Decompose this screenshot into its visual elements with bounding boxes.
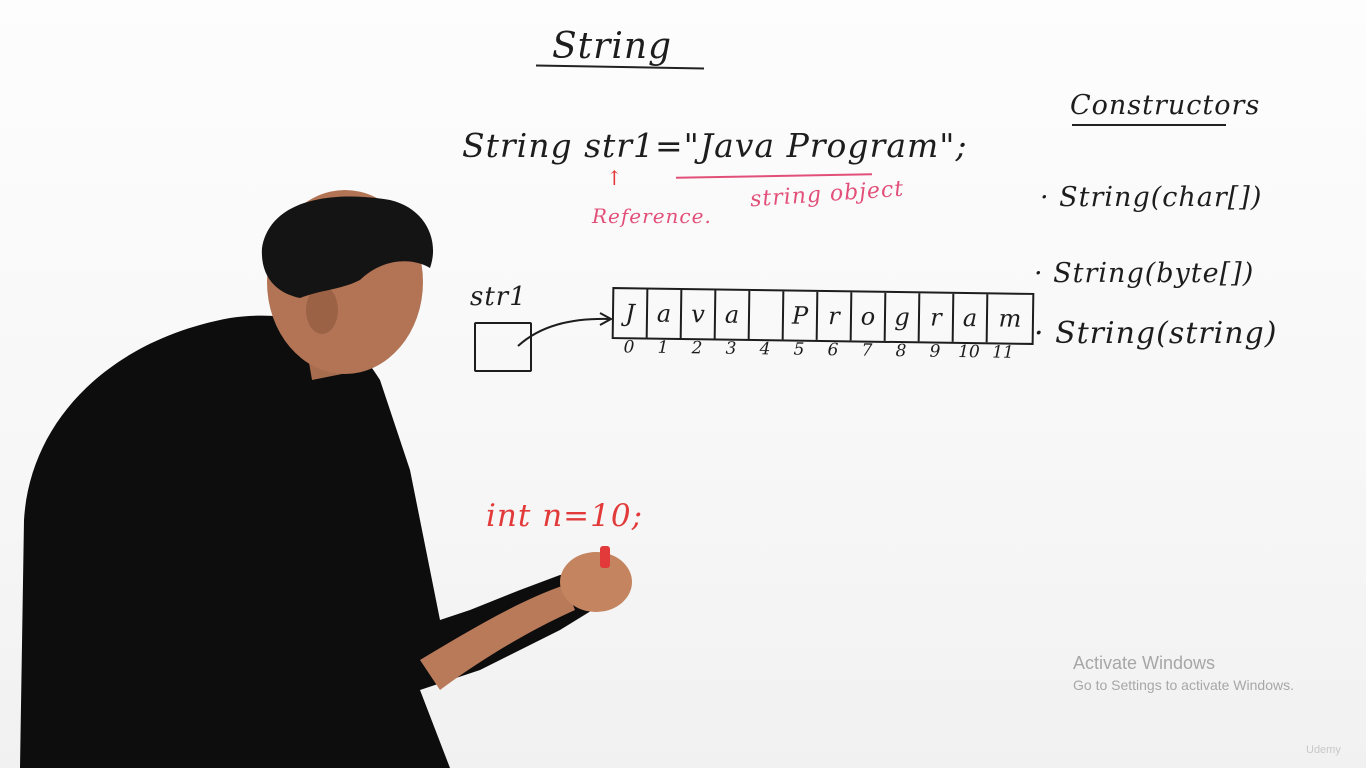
activate-windows-watermark: Activate Windows Go to Settings to activ…	[1073, 652, 1294, 694]
udemy-logo: Udemy	[1306, 744, 1341, 756]
constructors-title: Constructors	[1070, 90, 1261, 121]
array-cell: m	[998, 304, 1022, 333]
array-cell: P	[783, 291, 819, 340]
array-index: 2	[691, 338, 703, 359]
int-declaration: int n=10;	[486, 498, 644, 534]
constructor-string: · String(string)	[1034, 316, 1278, 351]
array-index: 10	[958, 341, 980, 363]
array-cell	[749, 290, 785, 340]
array-index: 9	[929, 341, 941, 362]
constructors-underline	[1072, 124, 1226, 126]
pointer-arrow-icon	[517, 312, 614, 347]
object-label: string object	[749, 176, 905, 213]
array-cell: g	[885, 292, 921, 342]
array-cell: o	[851, 292, 887, 341]
array-index: 4	[759, 339, 771, 360]
array-index: 7	[861, 340, 873, 361]
reference-box	[474, 322, 532, 372]
instructor-figure	[20, 190, 632, 768]
reference-arrow: ↑	[606, 166, 624, 190]
array-cell: a	[953, 293, 989, 343]
constructor-char-array: · String(char[])	[1040, 182, 1263, 213]
title-underline	[535, 64, 705, 70]
array-cell: r	[817, 291, 853, 341]
object-underline	[675, 173, 873, 179]
array-cell: v	[681, 290, 717, 339]
array-cell: a	[715, 290, 751, 339]
array-index: 3	[725, 338, 737, 359]
watermark-subtitle: Go to Settings to activate Windows.	[1073, 677, 1294, 693]
constructor-byte-array: · String(byte[])	[1034, 258, 1255, 289]
variable-label: str1	[470, 282, 527, 312]
array-index: 5	[793, 339, 805, 360]
array-index: 6	[827, 340, 839, 361]
array-cell: r	[919, 293, 955, 342]
array-index: 8	[895, 341, 907, 362]
code-line: String str1="Java Program";	[462, 126, 968, 165]
watermark-title: Activate Windows	[1073, 653, 1216, 673]
reference-label: Reference.	[592, 204, 712, 228]
array-index: 11	[992, 342, 1014, 363]
whiteboard-title: String	[552, 26, 673, 67]
